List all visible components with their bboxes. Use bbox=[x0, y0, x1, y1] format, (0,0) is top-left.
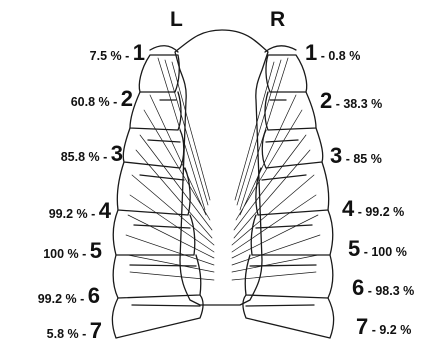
right-rib-7-label: 7 - 9.2 % bbox=[356, 316, 411, 338]
right-clavicle-notch bbox=[265, 46, 296, 52]
left-rib-4-label: 99.2 % - 4 bbox=[49, 200, 111, 222]
right-side-label: R bbox=[270, 8, 285, 32]
left-rib-2-label: 60.8 % - 2 bbox=[71, 88, 133, 110]
right-rib-5-label: 5 - 100 % bbox=[348, 238, 407, 260]
right-rib-6-label: 6 - 98.3 % bbox=[352, 277, 414, 299]
right-rib-1-label: 1 - 0.8 % bbox=[305, 42, 360, 64]
left-side-label: L bbox=[170, 8, 183, 32]
left-rib-5-label: 100 % - 5 bbox=[43, 240, 102, 262]
left-rib-6-label: 99.2 % - 6 bbox=[38, 285, 100, 307]
right-rib-2-label: 2 - 38.3 % bbox=[320, 90, 382, 112]
left-rib-3-label: 85.8 % - 3 bbox=[61, 143, 123, 165]
left-rib-7-label: 5.8 % - 7 bbox=[47, 320, 102, 342]
right-rib-3-label: 3 - 85 % bbox=[330, 145, 382, 167]
sternum-outline bbox=[175, 30, 268, 305]
left-rib-1-label: 7.5 % - 1 bbox=[90, 42, 145, 64]
left-clavicle-notch bbox=[150, 46, 178, 52]
right-rib-4-label: 4 - 99.2 % bbox=[342, 198, 404, 220]
